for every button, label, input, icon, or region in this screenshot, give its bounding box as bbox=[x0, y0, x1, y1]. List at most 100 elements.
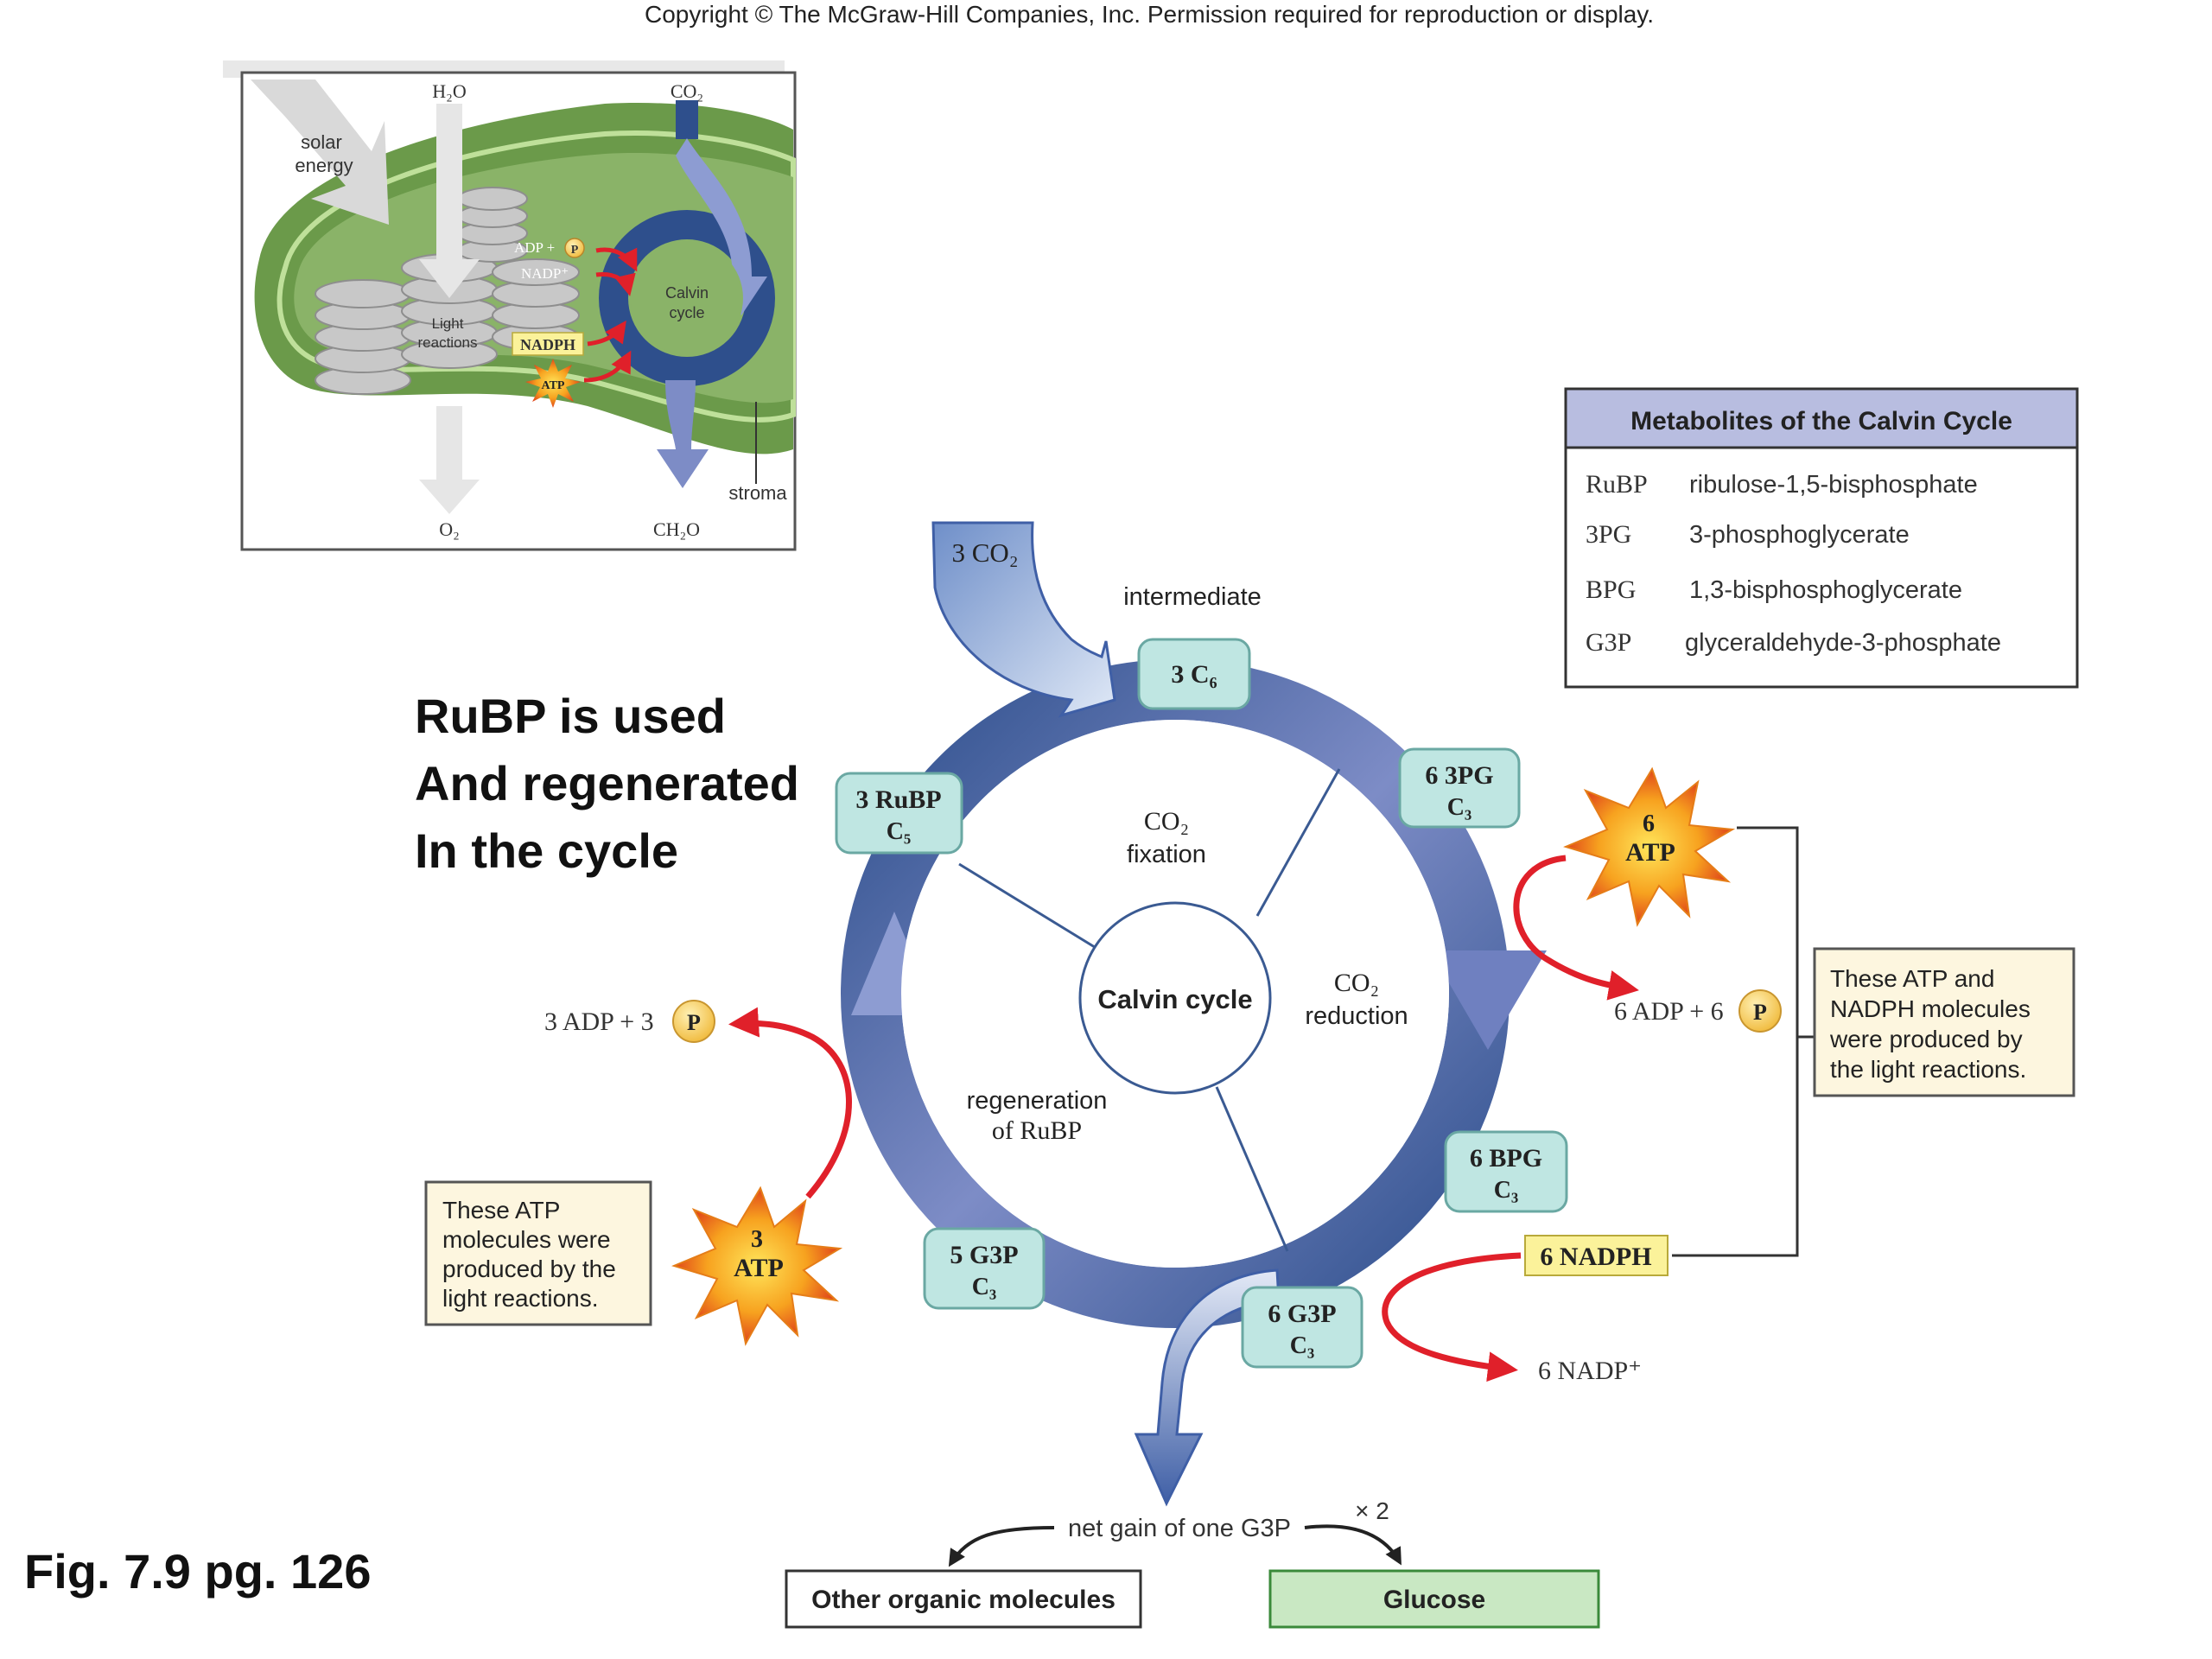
nadph-red-arrow bbox=[1382, 1252, 1522, 1382]
copyright-text: Copyright © The McGraw-Hill Companies, I… bbox=[645, 1, 1654, 28]
o2-label: O₂ bbox=[439, 518, 460, 540]
glucose-label: Glucose bbox=[1383, 1586, 1485, 1614]
times-two-label: × 2 bbox=[1355, 1497, 1389, 1524]
stage-reduction-label-2: reduction bbox=[1305, 1002, 1408, 1030]
g3p-output-arrow bbox=[1134, 1268, 1281, 1507]
annotation-line-2: And regenerated bbox=[415, 756, 799, 810]
atp-3-label: ATP bbox=[734, 1254, 784, 1282]
mini-calvin-label: Calvin bbox=[665, 284, 709, 302]
stage-fixation-label: CO₂ bbox=[1144, 807, 1189, 836]
metabolite-abbr: BPG bbox=[1586, 575, 1636, 604]
chloroplast-overview: solar energy H₂O O₂ CO₂ Calvin cycle CH₂… bbox=[223, 60, 797, 551]
node-6-3pg-label: 6 3PG bbox=[1425, 761, 1493, 790]
ch2o-label: CH₂O bbox=[653, 518, 700, 540]
metabolite-name: 1,3-bisphosphoglycerate bbox=[1689, 576, 1962, 604]
metabolite-abbr: 3PG bbox=[1586, 520, 1631, 549]
metabolites-table-row: 3PG 3-phosphoglycerate bbox=[1586, 520, 1910, 549]
overview-phosphate-icon bbox=[564, 238, 585, 258]
note-right-line-1: These ATP and bbox=[1830, 965, 1994, 992]
metabolite-name: ribulose-1,5-bisphosphate bbox=[1689, 471, 1978, 499]
metabolite-abbr: RuBP bbox=[1586, 470, 1648, 499]
metabolites-table-row: BPG 1,3-bisphosphoglycerate bbox=[1586, 575, 1962, 604]
other-organic-molecules-box: Other organic molecules bbox=[785, 1569, 1142, 1629]
glucose-box: Glucose bbox=[1268, 1569, 1600, 1629]
annotation-line-3: In the cycle bbox=[415, 823, 678, 878]
metabolites-table-header-bg bbox=[1564, 387, 2079, 449]
h2o-label: H₂O bbox=[432, 80, 466, 102]
overview-atp-label: ATP bbox=[542, 379, 565, 392]
node-6-g3p-label: 6 G3P bbox=[1268, 1300, 1336, 1328]
co2-input-label: 3 CO₂ bbox=[951, 537, 1018, 568]
adp-6-label: 6 ADP + 6 bbox=[1614, 997, 1724, 1026]
mini-calvin-label-2: cycle bbox=[669, 304, 704, 321]
adp-3-label: 3 ADP + 3 bbox=[544, 1007, 654, 1036]
note-right: These ATP and NADPH molecules were produ… bbox=[1813, 947, 2075, 1097]
node-3-rubp: 3 RuBP C₅ bbox=[835, 772, 963, 855]
overview-nadp-label: NADP⁺ bbox=[521, 265, 569, 282]
metabolite-abbr: G3P bbox=[1586, 628, 1631, 657]
co2-arrow bbox=[676, 100, 698, 139]
stage-fixation-label-2: fixation bbox=[1127, 841, 1206, 868]
note-right-line-2: NADPH molecules bbox=[1830, 995, 2031, 1022]
metabolite-name: 3-phosphoglycerate bbox=[1689, 521, 1910, 549]
node-5-g3p-label: 5 G3P bbox=[950, 1241, 1018, 1269]
ring-arrow-right bbox=[1430, 950, 1547, 1050]
stage-reduction-label: CO₂ bbox=[1334, 969, 1379, 997]
metabolites-table-row: G3P glyceraldehyde-3-phosphate bbox=[1586, 628, 2001, 657]
solar-energy-arrow bbox=[251, 79, 389, 225]
atp-6-burst: 6 ATP bbox=[1563, 766, 1736, 927]
node-5-g3p-carbon: C₃ bbox=[972, 1274, 997, 1300]
o2-arrow bbox=[419, 406, 480, 514]
atp-6-red-arrow bbox=[1513, 855, 1639, 1001]
note-left-line-2: molecules were bbox=[442, 1226, 611, 1253]
mini-calvin-cycle bbox=[599, 210, 775, 386]
overview-nadph-label: NADPH bbox=[520, 336, 575, 353]
atp-3-count: 3 bbox=[751, 1226, 763, 1253]
node-6-g3p-carbon: C₃ bbox=[1290, 1332, 1315, 1359]
node-6-g3p: 6 G3P C₃ bbox=[1241, 1286, 1363, 1369]
metabolites-table-title: Metabolites of the Calvin Cycle bbox=[1630, 407, 2012, 435]
overview-adp-label: ADP + bbox=[514, 239, 555, 256]
overview-light-reactions-label: Light bbox=[432, 315, 464, 332]
node-6-3pg: 6 3PG C₃ bbox=[1398, 747, 1521, 829]
note-left: These ATP molecules were produced by the… bbox=[424, 1180, 652, 1326]
calvin-cycle-center-label: Calvin cycle bbox=[1097, 984, 1252, 1014]
node-6-3pg-carbon: C₃ bbox=[1447, 794, 1472, 821]
atp-6-label: ATP bbox=[1625, 838, 1675, 867]
overview-p-label: P bbox=[571, 244, 579, 257]
net-gain-left-arrow bbox=[948, 1526, 1055, 1567]
overview-nadph-box bbox=[512, 332, 584, 356]
phosphate-label-6: P bbox=[1753, 1000, 1767, 1025]
note-left-line-3: produced by the bbox=[442, 1255, 616, 1282]
phosphate-icon-3 bbox=[672, 1000, 715, 1043]
atp-3-burst: 3 ATP bbox=[671, 1185, 843, 1346]
atp-3-red-arrow bbox=[728, 1007, 852, 1199]
stage-regeneration-label: regeneration bbox=[967, 1087, 1108, 1115]
node-3c6-label: 3 C₆ bbox=[1171, 660, 1217, 689]
nadph-6-box bbox=[1524, 1235, 1669, 1276]
note-right-line-3: were produced by bbox=[1829, 1026, 2023, 1052]
figure-reference: Fig. 7.9 pg. 126 bbox=[24, 1544, 371, 1599]
note-left-line-4: light reactions. bbox=[442, 1285, 599, 1312]
co2-input-arrow bbox=[931, 521, 1116, 718]
annotation-text: RuBP is used And regenerated In the cycl… bbox=[415, 689, 799, 878]
node-3-rubp-carbon: C₅ bbox=[887, 818, 912, 845]
solar-energy-label: solar bbox=[301, 131, 342, 153]
other-organic-molecules-label: Other organic molecules bbox=[811, 1586, 1116, 1614]
intermediate-label: intermediate bbox=[1123, 583, 1262, 611]
ch2o-arrow bbox=[657, 380, 709, 488]
node-3-rubp-label: 3 RuBP bbox=[855, 785, 941, 814]
net-gain-right-arrow bbox=[1304, 1524, 1402, 1566]
net-gain-label: net gain of one G3P bbox=[1068, 1515, 1291, 1542]
atp-6-count: 6 bbox=[1643, 810, 1655, 837]
note-left-line-1: These ATP bbox=[442, 1197, 560, 1224]
stage-regeneration-label-2: of RuBP bbox=[992, 1116, 1082, 1145]
stroma-label: stroma bbox=[728, 482, 787, 504]
solar-energy-label-2: energy bbox=[295, 155, 353, 176]
metabolites-table: Metabolites of the Calvin Cycle RuBP rib… bbox=[1564, 387, 2079, 689]
calvin-cycle-center bbox=[1078, 901, 1272, 1095]
node-6-bpg: 6 BPG C₃ bbox=[1444, 1130, 1568, 1213]
overview-light-reactions-label-2: reactions bbox=[418, 334, 478, 351]
node-5-g3p: 5 G3P C₃ bbox=[923, 1227, 1046, 1310]
